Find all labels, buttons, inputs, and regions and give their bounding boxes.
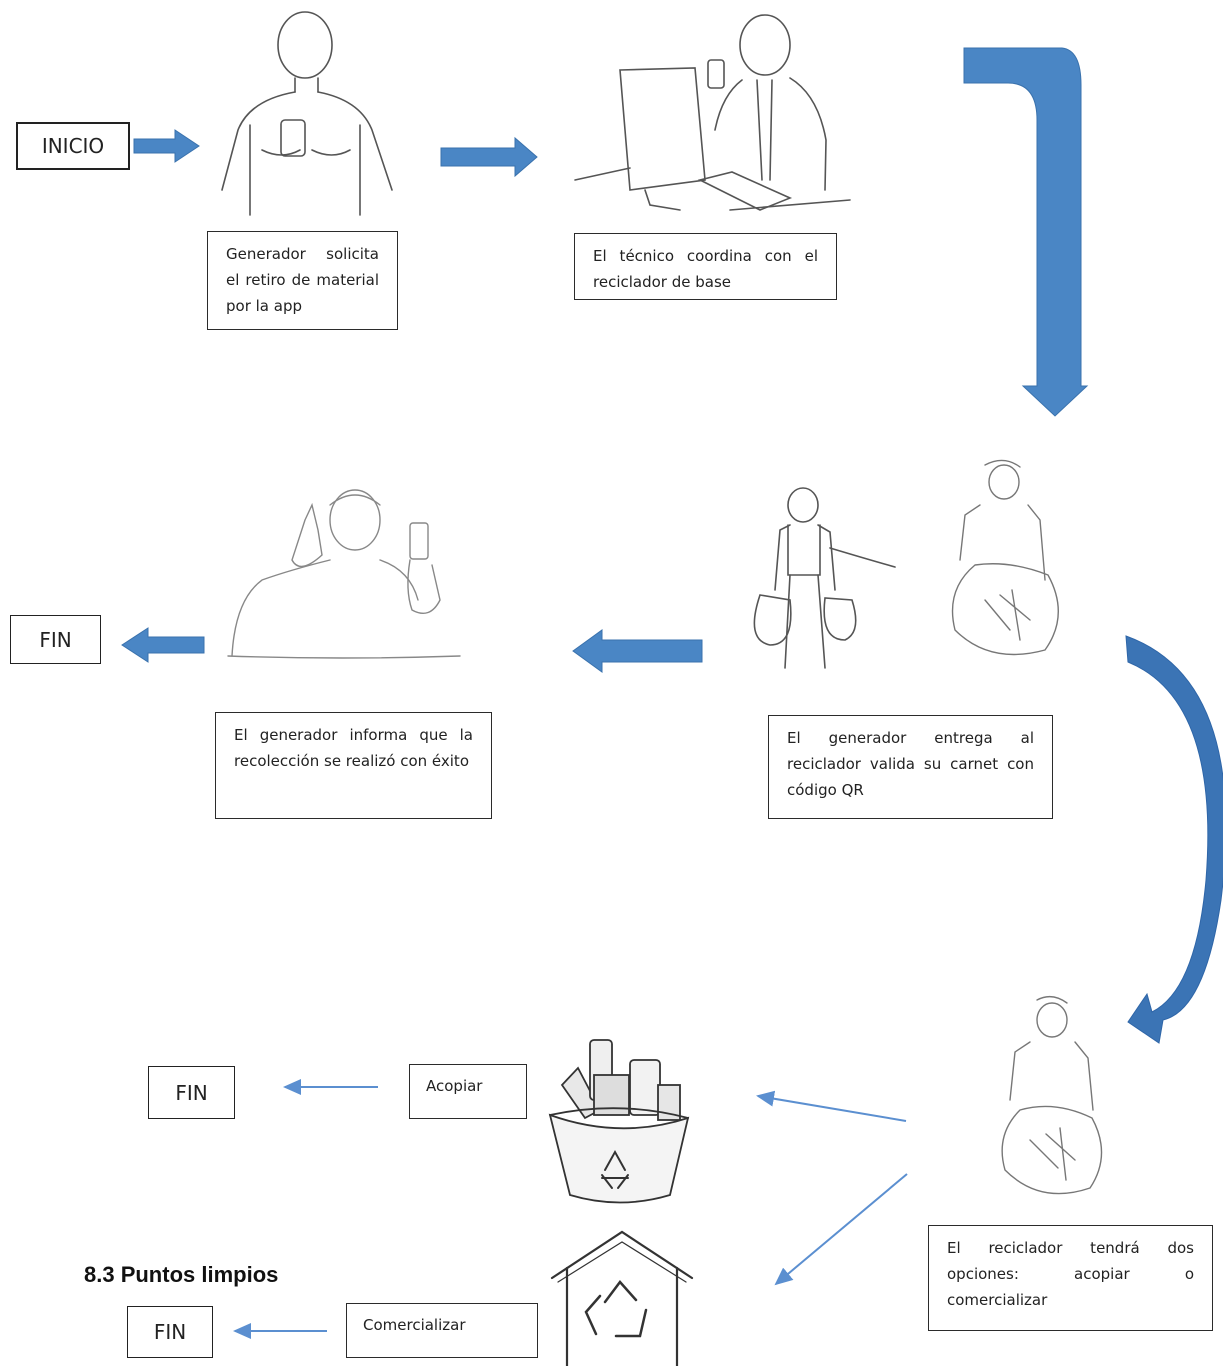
recycler-with-sack-icon-lower xyxy=(1001,995,1103,1195)
arrow-start-to-generator xyxy=(133,129,200,163)
arrow-technician-down xyxy=(963,47,1089,417)
section-heading: 8.3 Puntos limpios xyxy=(84,1262,279,1287)
person-with-phone-icon xyxy=(221,11,393,216)
end-terminal-acopiar: FIN xyxy=(148,1066,235,1119)
option-comercializar: Comercializar xyxy=(346,1303,538,1358)
arrow-to-comercializar xyxy=(774,1173,908,1286)
option-acopiar: Acopiar xyxy=(409,1064,527,1119)
step-generator-request: Generador solicita el retiro de material… xyxy=(207,231,398,330)
step-technician: El técnico coordina con el reciclador de… xyxy=(574,233,837,300)
technician-at-computer-icon xyxy=(574,14,851,211)
thumbs-up-person-icon xyxy=(227,489,461,659)
generator-with-bags-icon xyxy=(753,487,896,669)
recycling-basket-icon xyxy=(548,1039,690,1204)
end-terminal-top: FIN xyxy=(10,615,101,664)
step-options: El reciclador tendrá dos opciones: acopi… xyxy=(928,1225,1213,1331)
arrow-success-to-end xyxy=(121,627,205,663)
step-success: El generador informa que la recolección … xyxy=(215,712,492,819)
arrow-handover-to-success xyxy=(572,629,703,673)
arrow-curved-down xyxy=(1125,635,1223,1044)
arrow-generator-to-technician xyxy=(440,136,538,178)
recycler-with-sack-icon xyxy=(951,459,1059,656)
end-terminal-comercializar: FIN xyxy=(127,1306,213,1358)
arrow-to-acopiar xyxy=(756,1090,907,1122)
step-handover: El generador entrega al reciclador valid… xyxy=(768,715,1053,819)
recycling-house-icon xyxy=(550,1230,694,1366)
start-terminal: INICIO xyxy=(16,122,130,170)
